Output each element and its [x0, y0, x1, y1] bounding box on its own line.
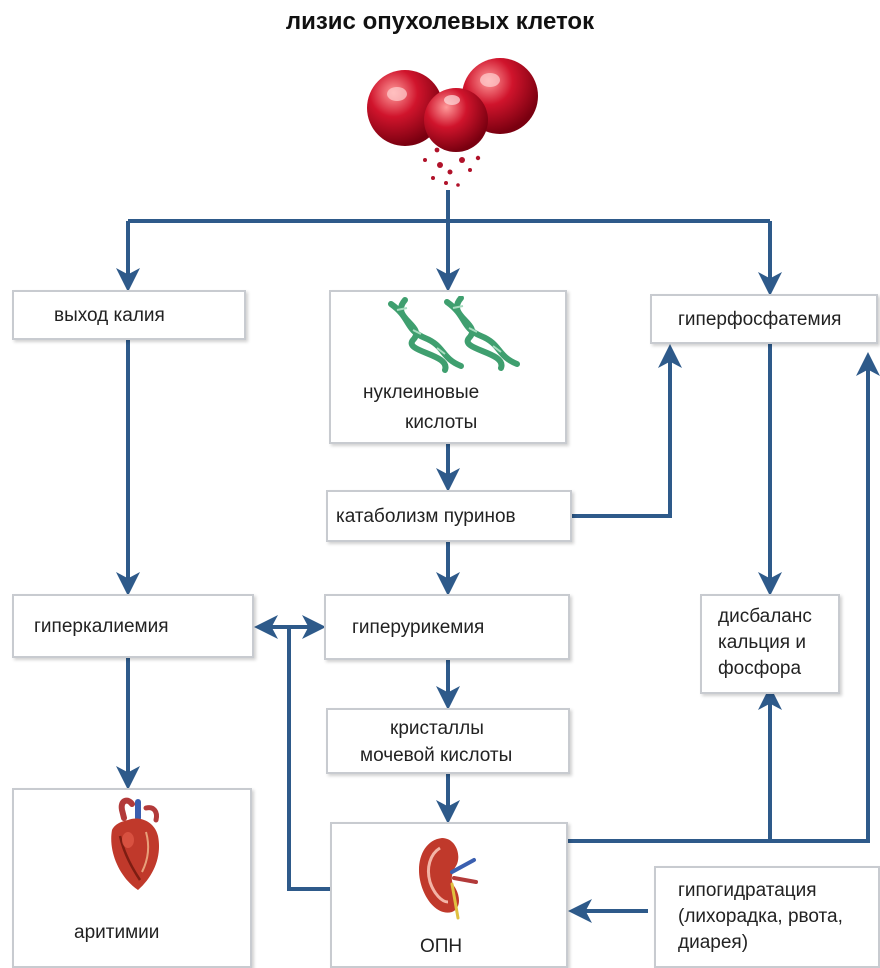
node-label: гиперфосфатемия — [678, 309, 842, 330]
node-label-line-1: гипогидратация — [678, 880, 817, 901]
node-hyperkalemia: гиперкалиемия — [12, 594, 254, 658]
node-label: ОПН — [420, 936, 463, 957]
heart-icon — [111, 797, 160, 890]
node-hyperphosphatemia: гиперфосфатемия — [650, 294, 878, 344]
node-hypohydration: гипогидратация (лихорадка, рвота, диарея… — [654, 866, 880, 968]
tumor-cells-icon — [367, 58, 538, 187]
arrow-aki-to-hyperkalemia-loop — [287, 627, 330, 891]
node-label: гиперурикемия — [352, 617, 485, 638]
node-label: аритимии — [74, 922, 160, 943]
node-label-line-3: диарея) — [678, 932, 749, 953]
node-label-line-2: мочевой кислоты — [360, 745, 513, 766]
kidney-icon — [418, 838, 478, 920]
node-calcium-phosphorus-imbalance: дисбаланс кальция и фосфора — [700, 594, 840, 694]
node-label-line-3: фосфора — [718, 658, 802, 679]
node-label: гиперкалиемия — [34, 616, 169, 637]
node-potassium-release: выход калия — [12, 290, 246, 340]
node-uric-acid-crystals: кристаллы мочевой кислоты — [326, 708, 570, 774]
node-nucleic-acids: нуклеиновые кислоты — [329, 290, 567, 444]
node-acute-kidney-injury: ОПН — [330, 822, 568, 968]
arrow-catabolism-to-hyperphosphatemia — [572, 344, 682, 518]
node-label-line-2: кислоты — [405, 412, 478, 433]
node-label: выход калия — [54, 305, 165, 326]
connector-aki-right — [568, 352, 880, 843]
node-label-line-1: кристаллы — [390, 718, 484, 739]
node-purine-catabolism: катаболизм пуринов — [326, 490, 572, 542]
diagram-title: лизис опухолевых клеток — [285, 8, 595, 35]
node-label-line-2: (лихорадка, рвота, — [678, 906, 843, 927]
node-label-line-2: кальция и — [718, 632, 806, 653]
dna-helix-icon — [388, 296, 520, 373]
node-label-line-1: дисбаланс — [718, 606, 812, 627]
node-label-line-1: нуклеиновые — [363, 382, 480, 403]
node-label: катаболизм пуринов — [336, 506, 516, 527]
node-hyperuricemia: гиперурикемия — [324, 594, 570, 660]
node-arrhythmias: аритимии — [12, 788, 252, 968]
